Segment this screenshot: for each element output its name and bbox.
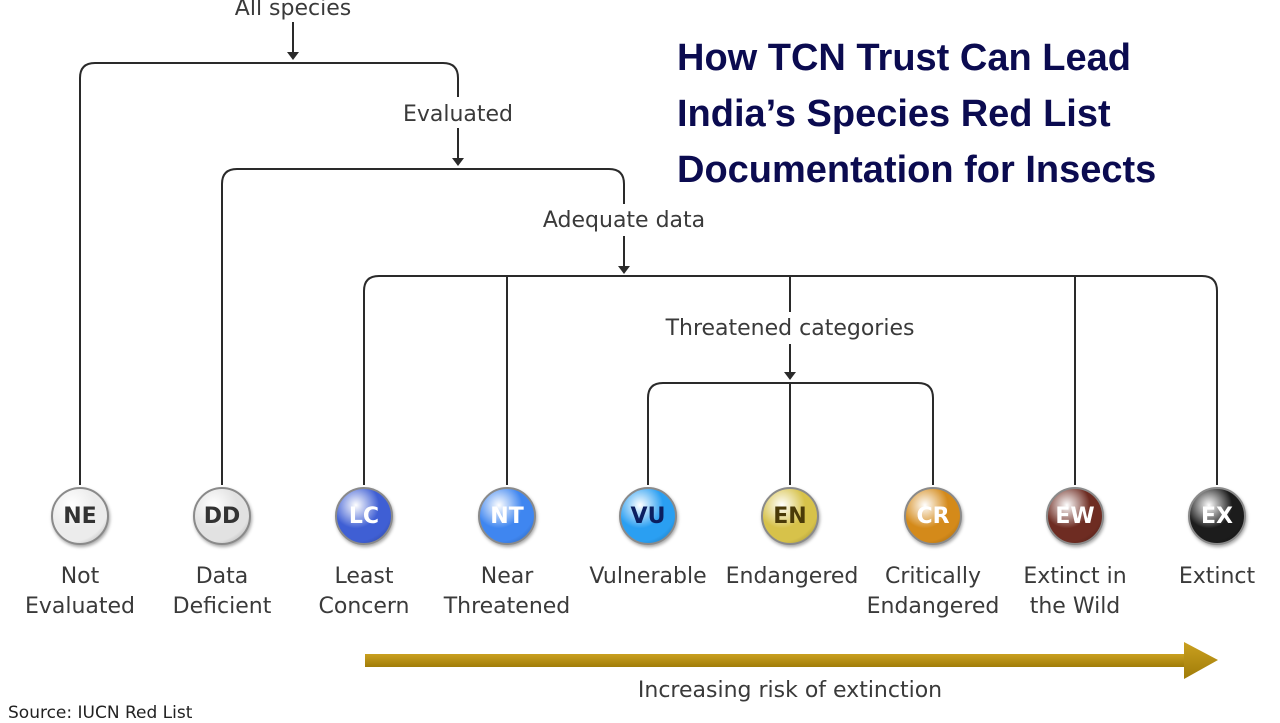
category-label-line: Near — [480, 564, 534, 589]
headline-line: Documentation for Insects — [677, 149, 1157, 191]
category-label-line: Least — [334, 564, 394, 589]
category-label-line: Critically — [884, 564, 982, 589]
category-label-line: Extinct in — [1023, 564, 1127, 589]
connector-all-species-branch — [79, 62, 459, 485]
arrowhead-threatened — [784, 372, 796, 380]
category-label-line: the Wild — [1029, 594, 1121, 619]
threatened-categories-label: Threatened categories — [665, 316, 915, 341]
ne-badge-icon: NE — [51, 487, 109, 545]
lc-badge-icon: LC — [335, 487, 393, 545]
en-badge-icon: EN — [761, 487, 819, 545]
category-label-line: Data — [195, 564, 249, 589]
headline-line: India’s Species Red List — [677, 93, 1111, 135]
ew-badge-icon: EW — [1046, 487, 1104, 545]
risk-arrow-label: Increasing risk of extinction — [637, 678, 943, 703]
arrowhead-all-species — [287, 52, 299, 60]
category-label-line: Endangered — [866, 594, 1000, 619]
category-label-lc: Least Concern — [289, 562, 439, 622]
category-label-line: Threatened — [443, 594, 571, 619]
category-label-line: Endangered — [725, 564, 859, 589]
category-label-line: Extinct — [1178, 564, 1256, 589]
category-label-ex: Extinct — [1142, 562, 1280, 592]
category-label-dd: Data Deficient — [147, 562, 297, 622]
nt-badge-icon: NT — [478, 487, 536, 545]
category-label-line: Evaluated — [24, 594, 136, 619]
evaluated-label: Evaluated — [402, 102, 514, 127]
source-credit: Source: IUCN Red List — [8, 703, 193, 723]
right-arrow-icon — [365, 642, 1218, 679]
category-label-line: Concern — [318, 594, 410, 619]
category-label-vu: Vulnerable — [573, 562, 723, 592]
vu-badge-icon: VU — [619, 487, 677, 545]
all-species-label: All species — [234, 0, 352, 21]
headline: How TCN Trust Can Lead India’s Species R… — [677, 30, 1257, 198]
headline-line: How TCN Trust Can Lead — [677, 37, 1131, 79]
category-label-line: Vulnerable — [589, 564, 707, 589]
category-label-ew: Extinct in the Wild — [1000, 562, 1150, 622]
connector-evaluated-branch — [221, 168, 625, 485]
arrowhead-evaluated — [452, 158, 464, 166]
category-label-en: Endangered — [717, 562, 867, 592]
category-label-cr: Critically Endangered — [858, 562, 1008, 622]
arrowhead-adequate-data — [618, 266, 630, 274]
category-label-line: Not — [60, 564, 100, 589]
category-label-nt: Near Threatened — [432, 562, 582, 622]
category-label-ne: Not Evaluated — [5, 562, 155, 622]
category-label-line: Deficient — [172, 594, 272, 619]
cr-badge-icon: CR — [904, 487, 962, 545]
dd-badge-icon: DD — [193, 487, 251, 545]
ex-badge-icon: EX — [1188, 487, 1246, 545]
adequate-data-label: Adequate data — [542, 208, 706, 233]
